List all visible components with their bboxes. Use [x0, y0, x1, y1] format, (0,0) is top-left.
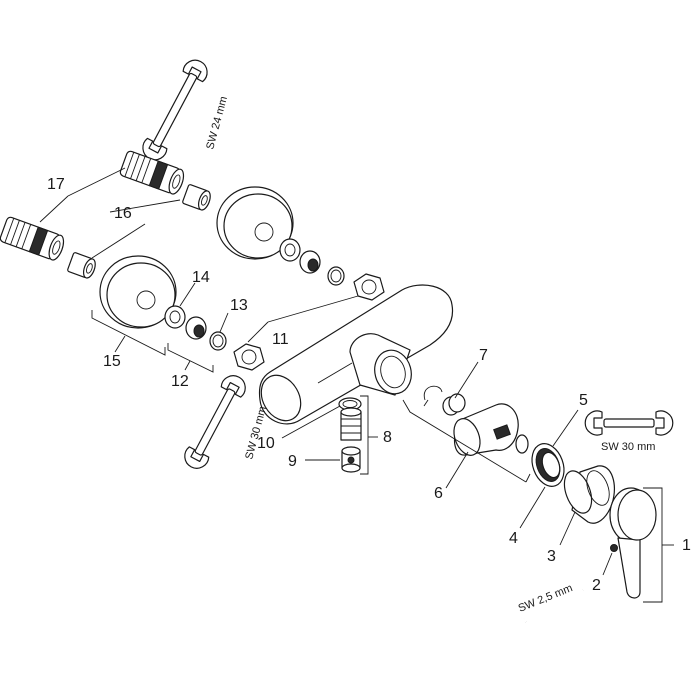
part-4-threaded-ring — [531, 443, 565, 487]
callout-15: 15 — [103, 353, 121, 370]
wrench-sw30-left-icon — [184, 375, 246, 469]
part-16-upper-nipple — [182, 184, 211, 211]
callout-11: 11 — [272, 331, 289, 348]
callout-14: 14 — [192, 269, 210, 286]
part-7-o-ring-2 — [448, 393, 466, 413]
callout-8: 8 — [383, 429, 392, 446]
wrench-sw24-icon — [142, 59, 208, 161]
callout-6: 6 — [434, 485, 443, 502]
callout-10: 10 — [257, 435, 275, 452]
part-14-washer — [164, 305, 186, 329]
upper-nut-small — [299, 250, 321, 274]
part-7-clip — [423, 385, 443, 407]
upper-o-ring — [327, 266, 345, 286]
callout-4: 4 — [509, 530, 518, 547]
wrench-sw24-label: SW 24 mm — [204, 95, 230, 151]
part-9-flow-restrictor — [341, 446, 361, 473]
part-13-o-ring — [209, 331, 227, 351]
part-16-lower-nipple — [67, 252, 96, 279]
callout-3: 3 — [547, 548, 556, 565]
callout-13: 13 — [230, 297, 248, 314]
part-11-upper-nut — [353, 273, 385, 301]
part-12-nut-small — [185, 316, 207, 340]
part-6-cartridge — [453, 403, 529, 456]
part-15-rosette — [99, 255, 177, 329]
part-17-upper-connector — [119, 150, 185, 195]
callout-16: 16 — [114, 205, 132, 222]
part-11-lower-nut — [233, 343, 265, 371]
part-2-grub-screw — [610, 544, 618, 552]
part-8-threaded-insert — [340, 407, 362, 441]
wrench-sw30-right-label: SW 30 mm — [601, 441, 655, 453]
callout-12: 12 — [171, 373, 189, 390]
upper-rosette — [216, 186, 294, 260]
part-3-sleeve — [563, 465, 615, 524]
wrench-sw30-right-icon — [584, 410, 674, 436]
callout-2: 2 — [592, 577, 601, 594]
hex-key-icon — [518, 589, 584, 623]
callout-9: 9 — [288, 453, 297, 470]
callout-5: 5 — [579, 392, 588, 409]
callout-1: 1 — [682, 537, 691, 554]
wrench-sw30-left-label: SW 30 mm — [243, 405, 269, 461]
callout-7: 7 — [479, 347, 488, 364]
callout-17: 17 — [47, 176, 65, 193]
mixer-body — [258, 284, 454, 425]
part-1-lever-handle — [609, 487, 657, 599]
part-17-lower-connector — [0, 216, 65, 261]
upper-washer — [279, 238, 301, 262]
